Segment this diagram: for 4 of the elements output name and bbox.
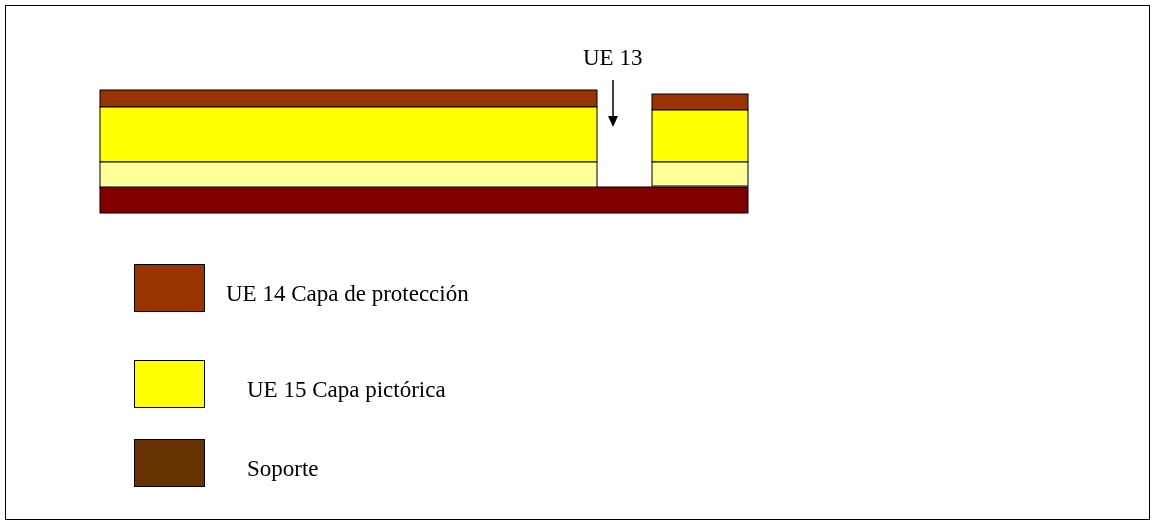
legend-label: Soporte xyxy=(247,455,319,483)
legend-label: UE 14 Capa de protección xyxy=(226,280,469,308)
unit-label: UE 13 xyxy=(583,44,643,72)
legend-label: UE 15 Capa pictórica xyxy=(247,376,446,404)
